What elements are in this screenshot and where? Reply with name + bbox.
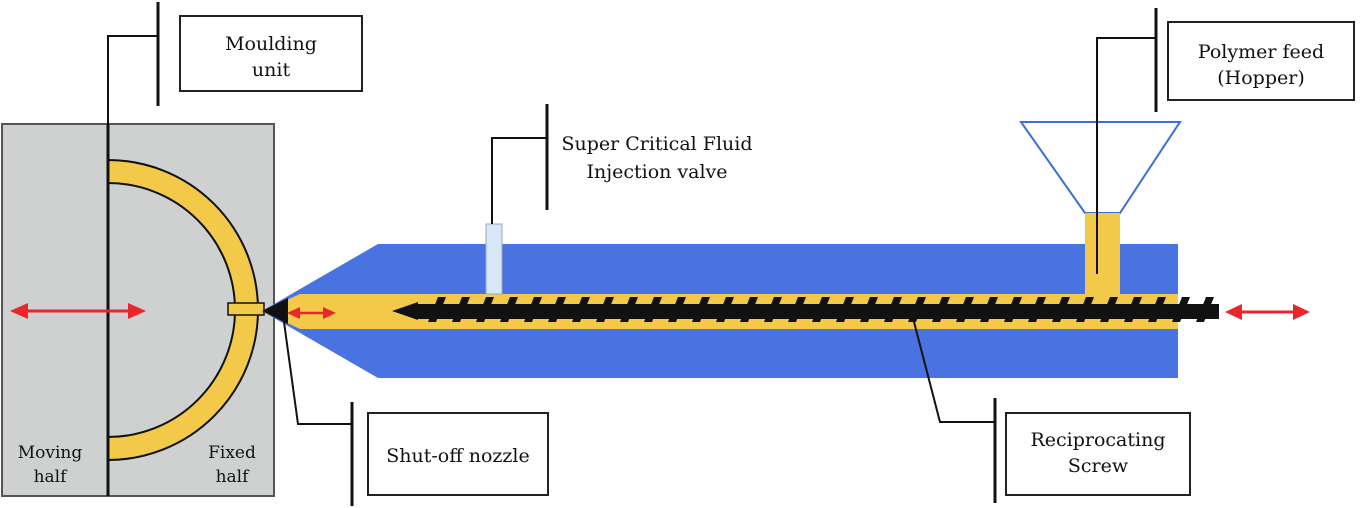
screw-flight — [1148, 297, 1166, 322]
screw-flight — [548, 297, 566, 322]
screw-flights — [428, 297, 1214, 322]
shutoff-nozzle-label: Shut-off nozzle — [386, 445, 530, 467]
screw-flight — [1004, 297, 1022, 322]
screw-flight — [788, 297, 806, 322]
screw-flight — [932, 297, 950, 322]
callout-shutoff-nozzle: Shut-off nozzle — [283, 321, 549, 506]
screw-flight — [668, 297, 686, 322]
screw-flight — [1172, 297, 1190, 322]
sprue-runner — [227, 302, 265, 316]
hopper-throat — [1085, 213, 1120, 295]
screw-flight — [500, 297, 518, 322]
screw-flight — [644, 297, 662, 322]
screw-flight — [692, 297, 710, 322]
double-headed-arrow-icon — [287, 307, 336, 319]
polymer-feed-label-2: (Hopper) — [1217, 67, 1305, 89]
screw-flight — [1100, 297, 1118, 322]
callout-polymer-feed: Polymer feed (Hopper) — [1096, 8, 1355, 274]
screw-flight — [812, 297, 830, 322]
callout-moulding-unit: Moulding unit — [107, 2, 363, 124]
screw-tip — [392, 302, 418, 320]
screw-flight — [956, 297, 974, 322]
screw-flight — [452, 297, 470, 322]
reciprocating-screw — [392, 297, 1219, 322]
double-headed-arrow-icon — [1225, 304, 1310, 320]
screw-flight — [1076, 297, 1094, 322]
screw-flight — [908, 297, 926, 322]
callout-scf-valve: Super Critical Fluid Injection valve — [491, 104, 753, 224]
moving-half-label-1: Moving — [18, 443, 83, 463]
screw-flight — [476, 297, 494, 322]
reciprocating-screw-label-2: Screw — [1068, 455, 1129, 477]
screw-flight — [620, 297, 638, 322]
fixed-half-label-2: half — [216, 467, 251, 487]
scf-valve-label-1: Super Critical Fluid — [561, 133, 752, 155]
polymer-feed-label-1: Polymer feed — [1198, 41, 1324, 63]
screw-flight — [740, 297, 758, 322]
screw-flight — [596, 297, 614, 322]
screw-flight — [836, 297, 854, 322]
screw-flight — [980, 297, 998, 322]
callout-reciprocating-screw: Reciprocating Screw — [912, 317, 1191, 503]
moving-half-label-2: half — [34, 467, 69, 487]
motion-arrows — [10, 303, 1310, 320]
hopper-funnel — [1019, 121, 1182, 214]
screw-flight — [716, 297, 734, 322]
screw-flight — [764, 297, 782, 322]
double-headed-arrow-icon — [10, 303, 146, 319]
moulding-unit-label-1: Moulding — [225, 33, 317, 55]
screw-flight — [1028, 297, 1046, 322]
screw-flight — [860, 297, 878, 322]
screw-flight — [884, 297, 902, 322]
reciprocating-screw-label-1: Reciprocating — [1030, 429, 1165, 451]
scf-injection-valve — [485, 223, 503, 295]
screw-flight — [572, 297, 590, 322]
fixed-half-label-1: Fixed — [208, 443, 256, 463]
screw-flight — [1052, 297, 1070, 322]
screw-flight — [1124, 297, 1142, 322]
screw-flight — [428, 297, 446, 322]
screw-flight — [524, 297, 542, 322]
moulding-unit-label-2: unit — [252, 59, 291, 81]
screw-flight — [1196, 297, 1214, 322]
scf-valve-label-2: Injection valve — [586, 161, 727, 183]
nozzle-tip — [262, 298, 288, 324]
hopper — [1019, 121, 1182, 295]
